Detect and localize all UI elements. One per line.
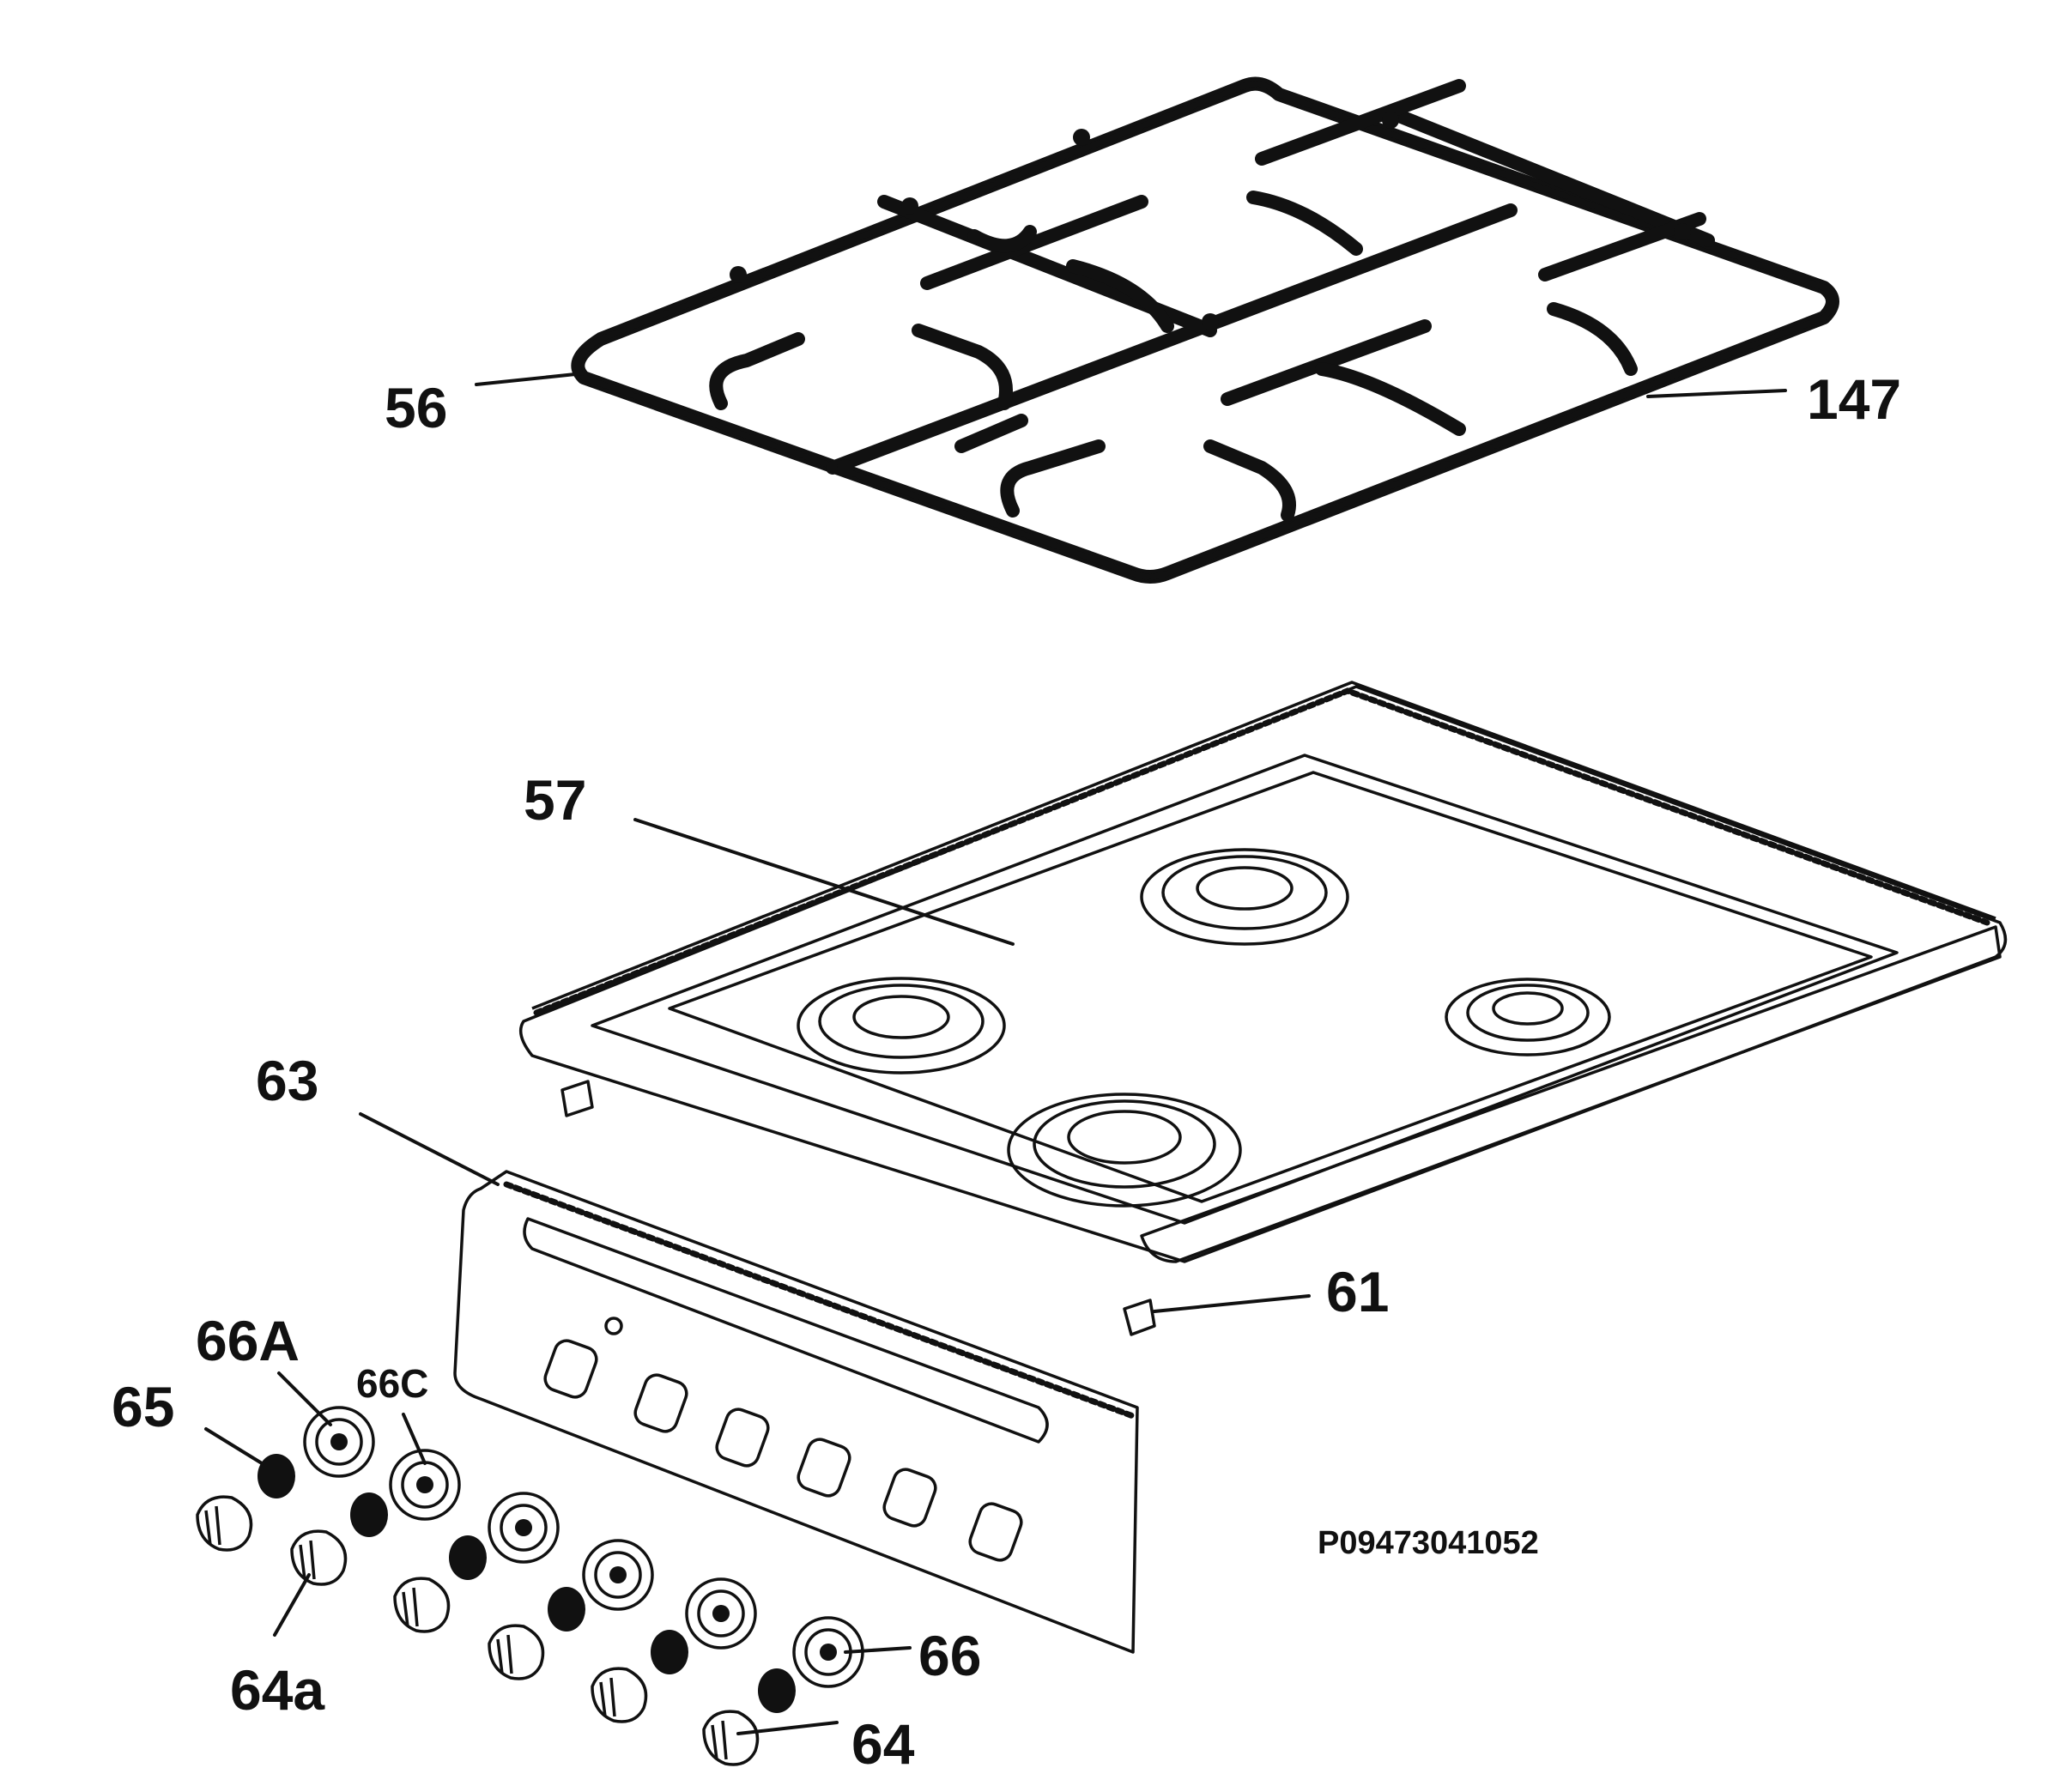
label-63: 63 (256, 1049, 318, 1112)
part-labels: 56 147 57 63 61 66A 65 66C 64a 66 64 P09… (112, 367, 1901, 1776)
label-56: 56 (385, 376, 447, 439)
burner-rear-right (1140, 848, 1349, 946)
label-65: 65 (112, 1375, 174, 1438)
label-61: 61 (1326, 1260, 1389, 1323)
leader-lines (204, 372, 1787, 1735)
control-panel (453, 1170, 1139, 1654)
knob-openings (543, 1339, 1023, 1562)
label-66: 66 (918, 1624, 981, 1687)
knob-row-3 (393, 1492, 560, 1633)
label-66A: 66A (196, 1309, 300, 1372)
knob-set (196, 1406, 864, 1766)
knob-row-5 (591, 1577, 757, 1723)
label-64: 64 (851, 1712, 915, 1776)
burner-front-left (1007, 1093, 1242, 1208)
pan-support-grid (571, 76, 1839, 584)
burner-rear-left (797, 977, 1006, 1075)
knob-row-1 (196, 1406, 375, 1552)
label-64a: 64a (230, 1658, 325, 1722)
knob-row-2 (290, 1449, 461, 1586)
knob-row-6 (702, 1616, 864, 1766)
label-147: 147 (1807, 367, 1901, 431)
label-57: 57 (524, 768, 586, 832)
drawing-code: P09473041052 (1318, 1525, 1539, 1561)
burner-front-right (1445, 978, 1611, 1056)
label-66C: 66C (356, 1361, 428, 1406)
hob-top-panel (518, 681, 2008, 1336)
knob-row-4 (488, 1539, 654, 1680)
